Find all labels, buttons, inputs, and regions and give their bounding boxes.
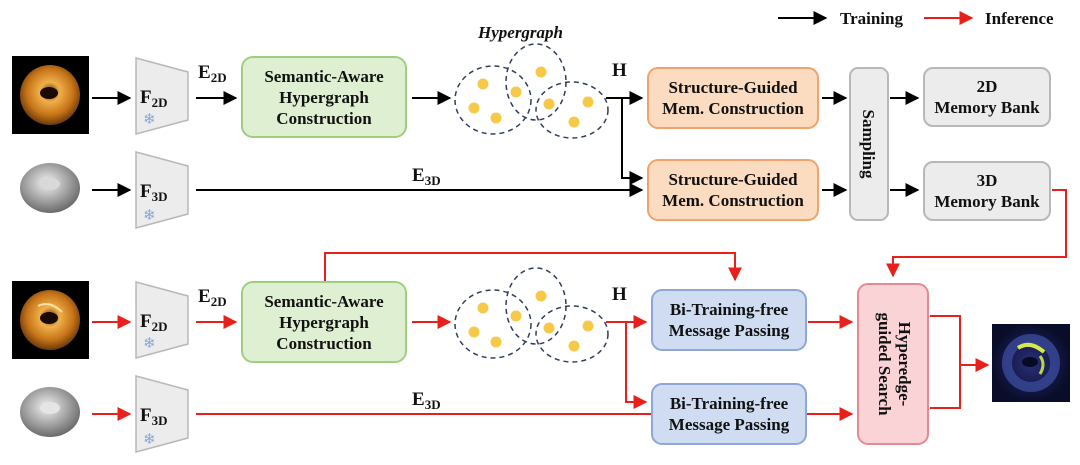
message-top-line2: Message Passing [669, 321, 790, 340]
output-anomaly-map [992, 324, 1070, 402]
encoder-3d-main: F [140, 181, 152, 202]
hypergraph-label: Hypergraph [477, 23, 563, 42]
search-line1: Hyperedge- [895, 322, 914, 407]
legend-training-label: Training [840, 9, 903, 28]
encoder-2d-main: F [140, 87, 152, 108]
feature-3d-main: E [412, 165, 425, 186]
message-bottom-line2: Message Passing [669, 415, 790, 434]
svg-text:E2D: E2D [198, 62, 227, 85]
svg-text:F3D: F3D [140, 405, 168, 428]
memory-bank-3d: 3D Memory Bank [923, 161, 1051, 221]
encoder-3d-infer-main: F [140, 405, 152, 426]
structure-bottom-line1: Structure-Guided [668, 170, 798, 189]
message-box-top: Bi-Training-free Message Passing [651, 289, 807, 351]
feature-3d-infer-main: E [412, 389, 425, 410]
encoder-2d-infer: F2D ❄ [135, 281, 189, 359]
feature-2d-infer-sub: 2D [211, 294, 227, 309]
search-line2: guided Search [875, 312, 894, 416]
input-depth-infer [20, 387, 80, 437]
message-box-bottom: Bi-Training-free Message Passing [651, 383, 807, 445]
encoder-3d-infer: F3D ❄ [135, 375, 189, 453]
svg-text:E3D: E3D [412, 165, 441, 188]
input-rgb-train [12, 56, 89, 134]
snowflake-icon: ❄ [143, 208, 156, 224]
structure-box-bottom: Structure-Guided Mem. Construction [647, 159, 819, 221]
encoder-2d-infer-sub: 2D [152, 319, 168, 334]
feature-2d-main: E [198, 62, 211, 83]
snowflake-icon: ❄ [143, 112, 156, 128]
search-box: Hyperedge- guided Search [857, 283, 929, 445]
structure-top-line1: Structure-Guided [668, 78, 798, 97]
structure-box-top: Structure-Guided Mem. Construction [647, 67, 819, 129]
encoder-3d-infer-sub: 3D [152, 413, 168, 428]
encoder-3d-sub: 3D [152, 189, 168, 204]
semantic-infer-line1: Semantic-Aware [264, 292, 384, 311]
semantic-line3: Construction [276, 109, 372, 128]
structure-top-line2: Mem. Construction [662, 99, 804, 118]
input-depth-train [20, 163, 80, 213]
semantic-line1: Semantic-Aware [264, 67, 384, 86]
bank-3d-line1: 3D [977, 171, 998, 190]
encoder-2d-infer-main: F [140, 311, 152, 332]
structure-bottom-line2: Mem. Construction [662, 191, 804, 210]
snowflake-icon: ❄ [143, 336, 156, 352]
encoder-2d-sub: 2D [152, 95, 168, 110]
semantic-box-train: Semantic-Aware Hypergraph Construction [241, 56, 407, 138]
message-bottom-line1: Bi-Training-free [670, 394, 789, 413]
memory-bank-2d: 2D Memory Bank [923, 67, 1051, 127]
svg-text:F3D: F3D [140, 181, 168, 204]
snowflake-icon: ❄ [143, 432, 156, 448]
hypergraph-infer [454, 267, 609, 363]
encoder-3d-train: F3D ❄ [135, 151, 189, 229]
message-top-line1: Bi-Training-free [670, 300, 789, 319]
svg-text:E2D: E2D [198, 286, 227, 309]
feature-3d-infer-sub: 3D [425, 397, 441, 412]
bank-3d-line2: Memory Bank [934, 192, 1040, 211]
feature-3d-sub: 3D [425, 173, 441, 188]
encoder-2d-train: F2D ❄ [135, 57, 189, 135]
semantic-box-infer: Semantic-Aware Hypergraph Construction [241, 281, 407, 363]
bank-2d-line1: 2D [977, 77, 998, 96]
semantic-line2: Hypergraph [279, 88, 369, 107]
hypergraph-train [454, 43, 609, 139]
bank-2d-line2: Memory Bank [934, 98, 1040, 117]
sampling-box: Sampling [849, 67, 889, 221]
h-label-train: H [612, 60, 627, 81]
svg-text:F2D: F2D [140, 87, 168, 110]
h-label-infer: H [612, 284, 627, 305]
svg-text:E3D: E3D [412, 389, 441, 412]
legend-inference-label: Inference [985, 9, 1054, 28]
feature-2d-infer-main: E [198, 286, 211, 307]
semantic-infer-line3: Construction [276, 334, 372, 353]
training-arrows [92, 91, 920, 197]
feature-2d-sub: 2D [211, 70, 227, 85]
legend: Training Inference [778, 9, 1054, 28]
semantic-infer-line2: Hypergraph [279, 313, 369, 332]
svg-text:F2D: F2D [140, 311, 168, 334]
input-rgb-infer [12, 281, 89, 359]
sampling-label: Sampling [859, 110, 878, 179]
